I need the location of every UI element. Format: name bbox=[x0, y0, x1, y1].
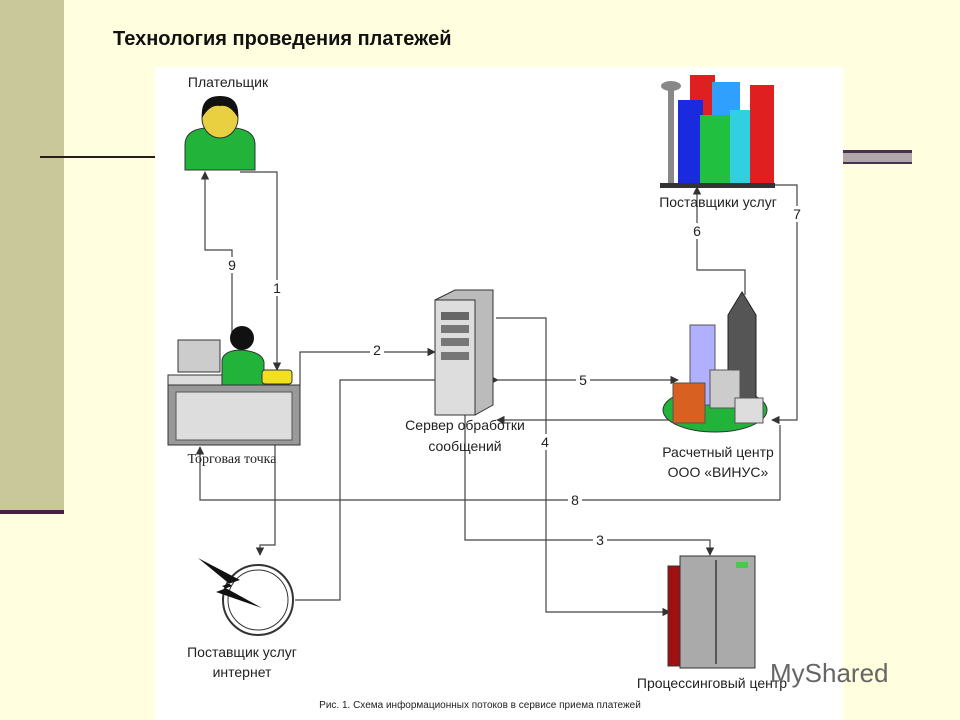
flow-label-2: 2 bbox=[373, 342, 381, 358]
server-label-1: Сервер обработки bbox=[405, 417, 525, 433]
isp-server-line bbox=[295, 379, 435, 601]
slide-title: Технология проведения платежей bbox=[113, 28, 452, 50]
flow-label-1: 1 bbox=[273, 280, 281, 296]
payer-label: Плательщик bbox=[188, 74, 269, 90]
payer-icon bbox=[184, 96, 256, 171]
flow-1-line bbox=[240, 171, 282, 371]
flow-label-4: 4 bbox=[541, 434, 549, 450]
internet-provider-icon bbox=[198, 558, 294, 636]
desk-isp-line bbox=[255, 445, 276, 556]
flow-label-6: 6 bbox=[693, 223, 701, 239]
flow-3-line bbox=[464, 415, 715, 556]
flow-label-5: 5 bbox=[579, 372, 587, 388]
flow-2-line bbox=[299, 347, 436, 385]
isp-label-1: Поставщик услуг bbox=[187, 644, 297, 660]
flow-label-3: 3 bbox=[596, 532, 604, 548]
figure-caption: Рис. 1. Схема информационных потоков в с… bbox=[319, 699, 641, 711]
left-accent-strip bbox=[0, 0, 64, 512]
settlement-label-2: ООО «ВИНУС» bbox=[668, 464, 769, 480]
divider bbox=[0, 510, 64, 514]
service-providers-icon bbox=[660, 75, 775, 188]
processing-label: Процессинговый центр bbox=[637, 675, 787, 691]
isp-label-2: интернет bbox=[213, 664, 272, 680]
processing-center-icon bbox=[667, 555, 756, 669]
divider bbox=[40, 156, 160, 158]
flow-label-9: 9 bbox=[228, 257, 236, 273]
providers-label: Поставщики услуг bbox=[659, 194, 777, 210]
flow-label-8: 8 bbox=[571, 492, 579, 508]
flow-8-line bbox=[195, 425, 781, 501]
server-icon bbox=[434, 289, 494, 416]
flow-7-line bbox=[771, 184, 798, 425]
trade-point-label: Торговая точка bbox=[188, 452, 278, 467]
watermark-logo: MyShared bbox=[770, 658, 889, 688]
flow-4-line bbox=[496, 317, 671, 617]
server-label-2: сообщений bbox=[428, 438, 501, 454]
settlement-center-icon bbox=[662, 291, 768, 433]
settlement-label-1: Расчетный центр bbox=[662, 444, 774, 460]
divider bbox=[843, 150, 912, 166]
flow-9-line bbox=[200, 171, 233, 335]
flow-label-7: 7 bbox=[793, 206, 801, 222]
trade-point-icon bbox=[167, 326, 301, 446]
